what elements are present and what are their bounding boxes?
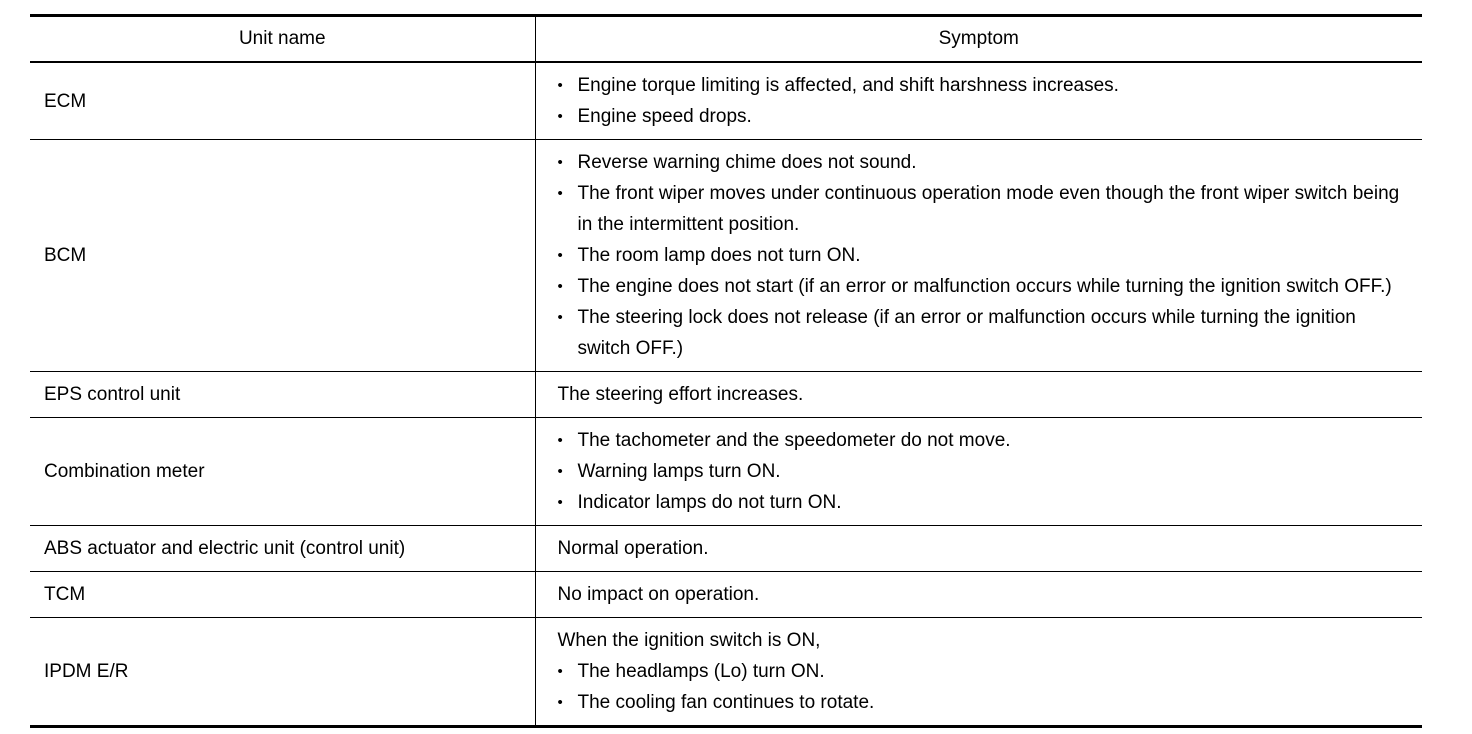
table-row: ECM • Engine torque limiting is affected,… <box>30 62 1422 140</box>
symptom-text: Normal operation. <box>557 538 709 559</box>
cell-symptom: Normal operation. <box>535 525 1422 572</box>
cell-unit-name: Combination meter <box>30 417 536 526</box>
list-item: • The engine does not start (if an error … <box>556 271 1409 302</box>
cell-unit-name: EPS control unit <box>30 371 536 418</box>
symptom-intro-text: When the ignition switch is ON, <box>557 630 821 651</box>
symptom-list: • Engine torque limiting is affected, and… <box>556 70 1409 132</box>
list-item: • Engine torque limiting is affected, and… <box>556 70 1409 101</box>
symptom-list: • The tachometer and the speedometer do n… <box>556 425 1409 518</box>
unit-symptom-table: Unit name Symptom ECM • Engine torque lim… <box>30 14 1422 728</box>
cell-symptom: When the ignition switch is ON, • The hea… <box>535 618 1422 727</box>
list-item: • Warning lamps turn ON. <box>556 456 1409 487</box>
bullet-icon: • <box>557 185 563 202</box>
bullet-icon: • <box>557 77 563 94</box>
table-header: Unit name Symptom <box>30 15 1422 63</box>
list-item-label: The headlamps (Lo) turn ON. <box>577 661 825 682</box>
list-item: • Engine speed drops. <box>556 101 1409 132</box>
bullet-icon: • <box>557 663 563 680</box>
symptom-text: The steering effort increases. <box>557 384 804 405</box>
table-header-row: Unit name Symptom <box>30 15 1422 63</box>
cell-unit-name: ABS actuator and electric unit (control … <box>30 525 536 572</box>
bullet-icon: • <box>557 154 563 171</box>
cell-unit-name: ECM <box>30 62 536 140</box>
table-row: ABS actuator and electric unit (control … <box>30 525 1422 572</box>
table-row: Combination meter • The tachometer and th… <box>30 417 1422 526</box>
table-row: EPS control unit The steering effort inc… <box>30 371 1422 418</box>
bullet-icon: • <box>557 309 563 326</box>
list-item: • The headlamps (Lo) turn ON. <box>556 656 1409 687</box>
list-item: • Indicator lamps do not turn ON. <box>556 487 1409 518</box>
table-body: ECM • Engine torque limiting is affected,… <box>30 62 1422 727</box>
cell-symptom: • Engine torque limiting is affected, and… <box>535 62 1422 140</box>
symptom-text: No impact on operation. <box>557 584 760 605</box>
list-item: • The cooling fan continues to rotate. <box>556 687 1409 718</box>
symptom-list: • The headlamps (Lo) turn ON. • The coolin… <box>556 656 1409 718</box>
cell-symptom: No impact on operation. <box>535 571 1422 618</box>
cell-symptom: • The tachometer and the speedometer do n… <box>535 417 1422 526</box>
bullet-icon: • <box>557 432 563 449</box>
list-item-label: Reverse warning chime does not sound. <box>577 152 917 173</box>
bullet-icon: • <box>557 463 563 480</box>
bullet-icon: • <box>557 494 563 511</box>
list-item: • The room lamp does not turn ON. <box>556 240 1409 271</box>
list-item-label: Engine torque limiting is affected, and … <box>577 75 1119 96</box>
table-row: BCM • Reverse warning chime does not soun… <box>30 139 1422 372</box>
table-row: TCM No impact on operation. <box>30 571 1422 618</box>
list-item-label: The engine does not start (if an error o… <box>577 276 1392 297</box>
list-item-label: The steering lock does not release (if a… <box>577 307 1356 359</box>
bullet-icon: • <box>557 694 563 711</box>
list-item-label: The cooling fan continues to rotate. <box>577 692 875 713</box>
list-item: • Reverse warning chime does not sound. <box>556 147 1409 178</box>
cell-unit-name: IPDM E/R <box>30 617 536 727</box>
list-item-label: Indicator lamps do not turn ON. <box>577 492 842 513</box>
list-item: • The tachometer and the speedometer do n… <box>556 425 1409 456</box>
bullet-icon: • <box>557 278 563 295</box>
cell-unit-name: TCM <box>30 571 536 618</box>
list-item: • The front wiper moves under continuous … <box>556 178 1409 240</box>
list-item-label: Warning lamps turn ON. <box>577 461 781 482</box>
list-item-label: Engine speed drops. <box>577 106 752 127</box>
bullet-icon: • <box>557 108 563 125</box>
table-row: IPDM E/R When the ignition switch is ON,… <box>30 617 1422 727</box>
list-item-label: The tachometer and the speedometer do no… <box>577 430 1011 451</box>
list-item: • The steering lock does not release (if … <box>556 302 1409 364</box>
symptom-list: • Reverse warning chime does not sound. •… <box>556 147 1409 364</box>
list-item-label: The front wiper moves under continuous o… <box>577 183 1400 235</box>
cell-symptom: The steering effort increases. <box>535 371 1422 418</box>
list-item-label: The room lamp does not turn ON. <box>577 245 861 266</box>
column-header-unit-name: Unit name <box>30 15 536 63</box>
cell-symptom: • Reverse warning chime does not sound. •… <box>535 139 1422 372</box>
cell-unit-name: BCM <box>30 139 536 372</box>
bullet-icon: • <box>557 247 563 264</box>
column-header-symptom: Symptom <box>535 15 1422 63</box>
